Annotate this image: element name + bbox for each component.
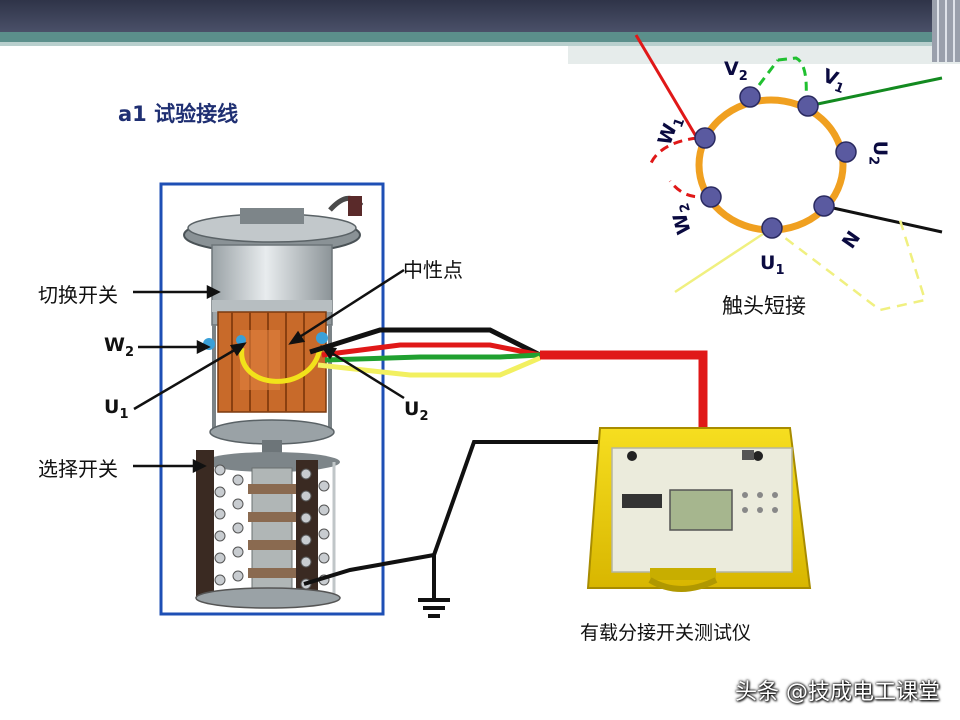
tester-label: 有载分接开关测试仪 xyxy=(580,622,752,644)
contact-label-u2: U2 xyxy=(865,140,892,166)
contact-v2 xyxy=(739,86,761,108)
test-leads xyxy=(309,327,708,452)
header-bar xyxy=(0,0,960,64)
tester-device xyxy=(586,427,812,592)
tap-changer-illustration xyxy=(183,195,364,609)
contact-w1 xyxy=(694,127,716,149)
neutral-point-label: 中性点 xyxy=(403,258,463,282)
label-arrows xyxy=(133,268,405,474)
watermark: 头条 @技成电工课堂 xyxy=(735,680,940,705)
contact-u1 xyxy=(761,217,783,239)
switching-switch-label: 切换开关 xyxy=(38,283,118,307)
contact-u2 xyxy=(835,141,857,163)
w2-label: W2 xyxy=(104,334,135,360)
photo-frame xyxy=(159,182,385,616)
yellow-jumper-loop xyxy=(239,347,323,384)
contact-v1 xyxy=(797,95,819,117)
contact-label-v2: V2 xyxy=(724,58,748,84)
contact-w2 xyxy=(700,186,722,208)
u1-label: U1 xyxy=(104,396,129,422)
contact-diagram-caption: 触头短接 xyxy=(722,294,806,318)
slide-title: a1 试验接线 xyxy=(118,102,239,126)
u2-label: U2 xyxy=(404,398,429,424)
contact-diagram xyxy=(634,34,943,312)
ground-lead xyxy=(303,440,630,618)
selector-switch-label: 选择开关 xyxy=(38,457,118,481)
contact-n xyxy=(813,195,835,217)
contact-label-u1: U1 xyxy=(760,252,785,278)
